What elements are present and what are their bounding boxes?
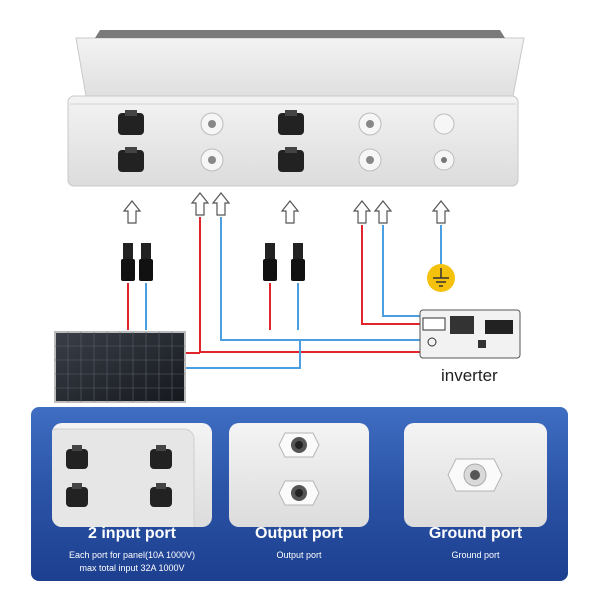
input-port-title: 2 input port: [88, 525, 176, 542]
up-arrow-icon: [280, 200, 300, 224]
input-port-subtitle-line-1: Each port for panel(10A 1000V): [68, 550, 196, 560]
box-output-gland-2: [200, 148, 224, 172]
inverter-label: inverter: [441, 366, 498, 385]
input-port-subtitle-line-2: max total input 32A 1000V: [79, 563, 185, 573]
box-ground-port: [433, 113, 455, 171]
output-port-title: Output port: [255, 525, 343, 542]
box-output-gland-1: [200, 112, 224, 136]
up-arrow-icon: [373, 200, 393, 224]
combiner-box: [67, 30, 525, 187]
output-port-subtitle: Output port: [276, 550, 322, 560]
wiring-diagram: [54, 30, 525, 403]
inverter-icon: [419, 309, 521, 359]
box-input-port-1: [118, 110, 144, 135]
output-neg-wire: [220, 217, 420, 341]
ground-port-subtitle: Ground port: [451, 550, 500, 560]
mc4-connector-icon: [150, 445, 172, 469]
up-arrow-icon: [211, 192, 231, 216]
mc4-connector-icon: [263, 243, 305, 281]
input-port-card: [52, 423, 212, 527]
mc4-connector-icon: [66, 445, 88, 469]
cable-gland-icon: [278, 480, 320, 506]
mc4-connector-icon: [150, 483, 172, 507]
output-pos-wire: [199, 217, 420, 353]
ground-port-card: [404, 423, 547, 527]
mc4-connector-icon: [66, 483, 88, 507]
box-output-gland-4: [358, 148, 382, 172]
box-input-port-4: [278, 147, 304, 172]
output-port-card: [229, 423, 369, 527]
mc4-connector-icon: [121, 243, 153, 281]
box-input-port-2: [118, 147, 144, 172]
ground-port-title: Ground port: [428, 525, 523, 542]
solar-panel-icon: [54, 331, 186, 403]
up-arrow-icon: [190, 192, 210, 216]
up-arrow-icon: [352, 200, 372, 224]
panel-out-neg-wire: [185, 340, 301, 369]
features-panel: 2 input port Each port for panel(10A 100…: [31, 407, 568, 581]
box-output-gland-3: [358, 112, 382, 136]
inverter-neg-wire: [382, 225, 420, 317]
inverter-pos-wire: [361, 225, 420, 325]
input-port-subtitle: Each port for panel(10A 1000V) max total…: [42, 549, 222, 575]
cable-gland-icon: [278, 432, 320, 458]
up-arrow-icon: [431, 200, 451, 224]
up-arrow-icon: [122, 200, 142, 224]
cable-gland-icon: [447, 458, 503, 492]
box-input-port-3: [278, 110, 304, 135]
ground-symbol-icon: [427, 264, 455, 292]
